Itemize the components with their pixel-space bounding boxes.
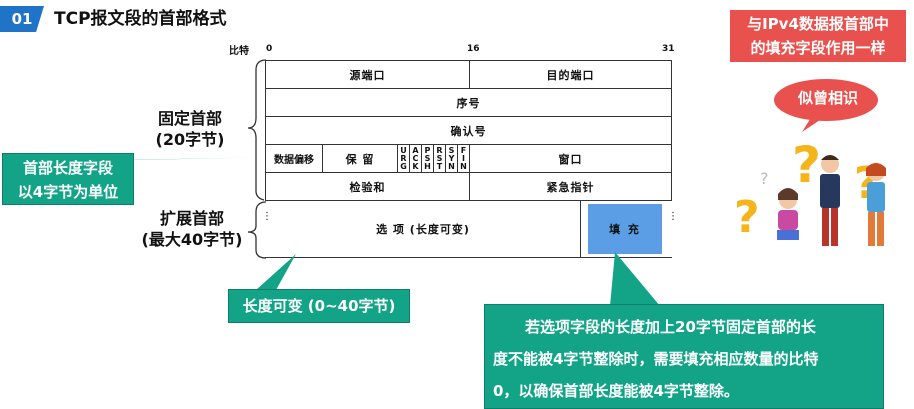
bit-mark-16: 16 [467,44,480,54]
padding-note-line1: 若选项字段的长度加上20字节固定首部的长 [525,318,816,336]
ipv4-note-line2: 的填充字段作用一样 [750,39,886,57]
header-length-callout-line1: 首部长度字段 [22,159,113,177]
padding-note-callout: 若选项字段的长度加上20字节固定首部的长 度不能被4字节整除时，需要填充相应数量… [484,304,884,409]
ext-header-label-line2: (最大40字节) [141,230,243,249]
options-left-ellipsis: ⋮ [262,211,272,222]
page-title: TCP报文段的首部格式 [54,9,227,29]
bit-mark-31: 31 [662,44,675,54]
options-divider [580,200,581,258]
field-sequence-number: 序号 [265,88,672,117]
fixed-header-label-line1: 固定首部 [157,109,222,128]
header-length-callout: 首部长度字段 以4字节为单位 [2,153,134,205]
fixed-header-label: 固定首部 (20字节) [148,108,232,150]
ipv4-similarity-note: 与IPv4数据报首部中 的填充字段作用一样 [730,10,906,62]
bit-ruler-label: 比特 [229,46,249,57]
section-badge: 01 [0,6,44,32]
ext-header-label-line1: 扩展首部 [159,209,224,228]
options-row [265,200,672,258]
person-middle [820,155,840,246]
header-length-pointer [124,157,272,160]
padding-note-pointer [610,252,660,306]
svg-text:?: ? [792,136,821,194]
svg-text:?: ? [734,192,760,243]
field-padding: 填 充 [588,204,662,254]
field-checksum: 检验和 [265,172,470,201]
ext-header-label: 扩展首部 (最大40字节) [136,208,248,250]
field-data-offset: 数据偏移 [265,144,323,173]
padding-note-line3: 0，以确保首部长度能被4字节整除。 [493,382,739,400]
options-right-ellipsis: ⋮ [668,211,678,222]
padding-note-line2: 度不能被4字节整除时，需要填充相应数量的比特 [493,350,819,368]
field-reserved: 保 留 [322,144,398,173]
question-mark-icon: ? ? ? ? [734,136,880,243]
fixed-header-brace [247,59,267,201]
brace-lines [247,59,267,259]
ipv4-note-line1: 与IPv4数据报首部中 [747,15,889,33]
confused-people-illustration: ? ? ? ? [734,136,886,246]
svg-text:?: ? [760,169,769,188]
person-left [777,188,799,240]
header-length-callout-line2: 以4字节为单位 [17,183,119,201]
fixed-header-label-line2: (20字节) [155,130,225,149]
confused-bubble-text: 似曾相识 [797,89,858,107]
person-right [866,163,886,246]
variable-length-pointer [256,254,296,290]
ext-header-brace [247,201,267,259]
field-options: 选 项 (长度可变) [376,223,470,236]
speech-bubble-shape [774,79,878,132]
bit-mark-0: 0 [266,44,273,54]
variable-length-callout: 长度可变 (0~40字节) [228,289,410,323]
